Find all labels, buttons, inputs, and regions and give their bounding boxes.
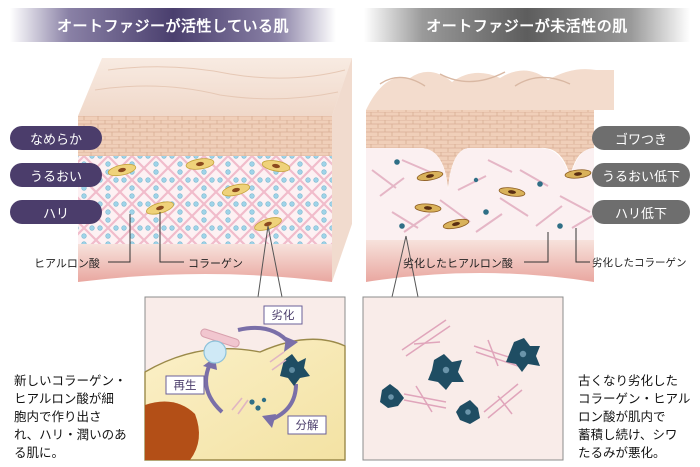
fibroblast-cells	[107, 158, 291, 231]
inactive-note: 古くなり劣化した コラーゲン・ヒアル ロン酸が肌内で 蓄積し続け、シワ たるみが…	[578, 373, 691, 460]
firmness-pill: ハリ	[10, 200, 102, 224]
healthy-detail-box	[144, 296, 346, 461]
moisture-pill: うるおい	[10, 163, 102, 187]
collagen-label: コラーゲン	[188, 257, 243, 270]
detail-broken-fibers	[401, 319, 523, 419]
healthy-skin-banner: オートファジーが活性している肌	[10, 8, 336, 42]
inactive-skin-banner: オートファジーが未活性の肌	[364, 8, 690, 42]
firmness-loss-pill: ハリ低下	[592, 200, 690, 224]
inactive-skin-block	[366, 69, 614, 298]
detail-degraded-clumps	[380, 338, 540, 424]
regeneration-label: 再生	[174, 378, 197, 392]
hyaluronic-acid-label: ヒアルロン酸	[34, 257, 100, 270]
roughness-pill: ゴワつき	[592, 126, 690, 150]
degraded-dermis	[366, 148, 594, 240]
degraded-hyaluronic-label: 劣化したヒアルロン酸	[403, 257, 513, 270]
moisture-loss-pill: うるおい低下	[592, 163, 690, 187]
smooth-pill: なめらか	[10, 126, 102, 150]
broken-collagen-fibers	[371, 159, 593, 233]
decomposition-label: 分解	[296, 418, 319, 432]
degraded-fibroblasts	[414, 169, 592, 230]
skin-surface	[78, 58, 352, 116]
degraded-hyaluronic-particles	[394, 159, 563, 229]
healthy-note: 新しいコラーゲン・ ヒアルロン酸が細 胞内で作り出さ れ、ハリ・潤いのあ る肌に…	[14, 373, 127, 460]
healthy-skin-block	[78, 58, 352, 298]
subcutaneous-layer	[78, 244, 332, 282]
epidermis-layer	[78, 116, 332, 156]
wrinkled-epidermis	[366, 110, 594, 188]
deterioration-label: 劣化	[272, 308, 295, 322]
degraded-collagen-label: 劣化したコラーゲン	[592, 257, 687, 269]
inactive-detail-box	[362, 296, 564, 461]
